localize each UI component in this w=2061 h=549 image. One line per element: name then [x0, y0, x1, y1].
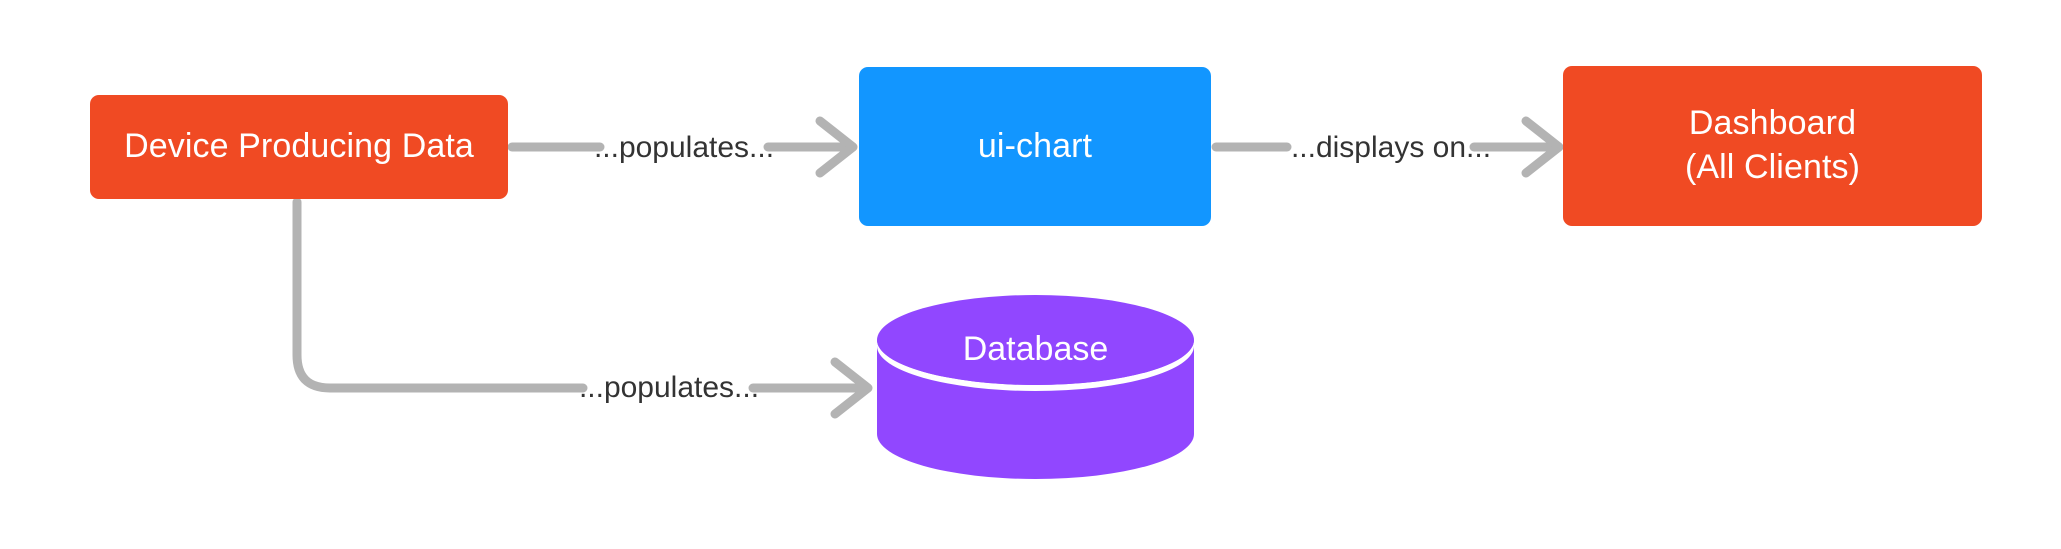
node-database[interactable]: Database	[877, 295, 1194, 479]
database-cylinder-shape	[877, 295, 1194, 479]
node-ui-chart[interactable]: ui-chart	[859, 67, 1211, 226]
edge-label-device-to-database: ...populates...	[578, 371, 760, 404]
edge-device-to-uichart-arrowhead	[815, 116, 858, 178]
node-ui-chart-label: ui-chart	[977, 126, 1093, 165]
node-device-producing-data-label: Device Producing Data	[124, 127, 474, 166]
node-dashboard-label: Dashboard (All Clients)	[1684, 104, 1861, 186]
edge-uichart-to-dashboard-arrowhead	[1521, 116, 1564, 178]
node-dashboard[interactable]: Dashboard (All Clients)	[1563, 66, 1982, 226]
node-device-producing-data[interactable]: Device Producing Data	[90, 95, 508, 199]
edge-device-to-database-elbow	[292, 197, 588, 393]
edge-label-uichart-to-dashboard: ...displays on...	[1290, 131, 1492, 164]
edge-device-to-database-arrowhead	[830, 357, 873, 419]
edge-label-device-to-uichart: ...populates...	[593, 131, 775, 164]
